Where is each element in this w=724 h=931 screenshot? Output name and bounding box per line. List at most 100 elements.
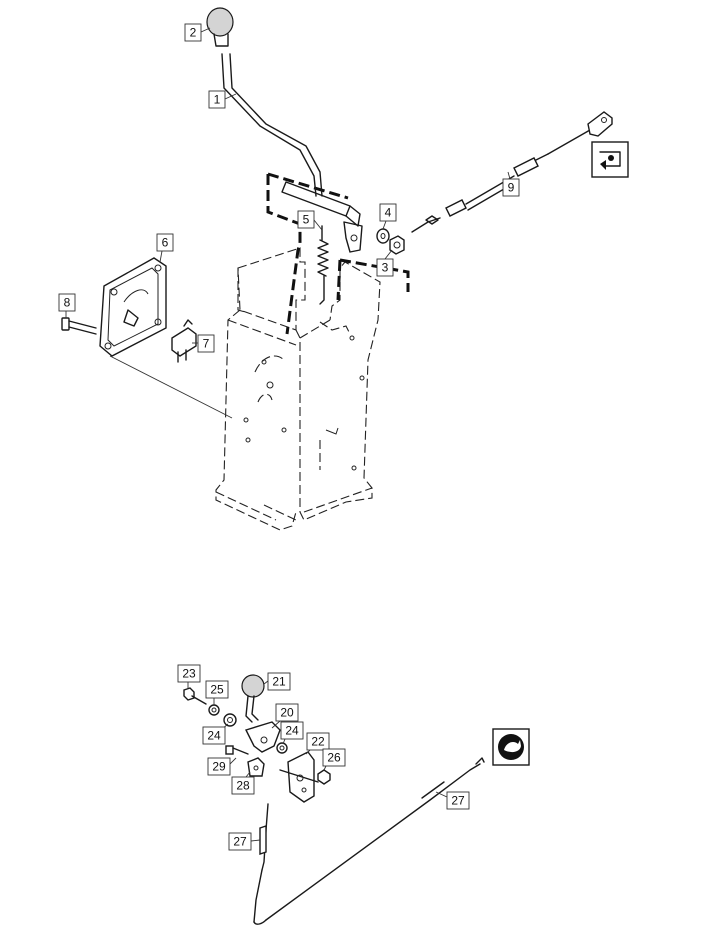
callout-leader-line bbox=[200, 27, 211, 33]
bottom-assembly bbox=[183, 674, 485, 925]
bolts-and-washers bbox=[183, 687, 331, 785]
callout-c29: 29 bbox=[207, 757, 237, 776]
callout-leader-line bbox=[313, 219, 323, 231]
callout-c26: 26 bbox=[322, 748, 346, 771]
callout-number: 1 bbox=[214, 93, 221, 107]
callout-c1: 1 bbox=[208, 90, 237, 109]
callout-leader-line bbox=[384, 249, 393, 260]
top-assembly bbox=[61, 7, 613, 531]
callout-c28: 28 bbox=[231, 771, 255, 795]
callout-number: 3 bbox=[382, 261, 389, 275]
lever-knob bbox=[206, 7, 234, 47]
callout-leader-line bbox=[224, 93, 237, 100]
callout-box bbox=[208, 90, 226, 109]
callout-leader-line bbox=[435, 791, 448, 798]
callout-box bbox=[306, 732, 330, 751]
callout-number: 9 bbox=[508, 181, 515, 195]
callout-box bbox=[502, 178, 520, 197]
shift-lever bbox=[221, 53, 363, 253]
callout-leader-line bbox=[507, 171, 511, 180]
callout-number: 4 bbox=[385, 206, 392, 220]
callout-c4: 4 bbox=[379, 203, 397, 230]
callout-number: 22 bbox=[311, 735, 325, 749]
callout-number: 24 bbox=[285, 724, 299, 738]
callout-c20: 20 bbox=[271, 703, 299, 729]
callout-number: 6 bbox=[162, 236, 169, 250]
speed-cable bbox=[253, 757, 485, 925]
callout-leader-line bbox=[229, 757, 237, 765]
callout-number: 8 bbox=[64, 296, 71, 310]
callout-c24a: 24 bbox=[202, 723, 229, 745]
lever-mount-frame-outline bbox=[266, 172, 410, 335]
callout-c21: 21 bbox=[263, 672, 291, 691]
callout-c9: 9 bbox=[502, 171, 520, 197]
callout-box bbox=[231, 776, 255, 795]
cover-plate bbox=[99, 257, 167, 357]
callout-number: 23 bbox=[182, 667, 196, 681]
callout-c27a: 27 bbox=[435, 791, 470, 810]
callout-box bbox=[280, 721, 304, 740]
callout-number: 24 bbox=[207, 729, 221, 743]
callout-number: 29 bbox=[212, 760, 226, 774]
control-cable bbox=[411, 111, 613, 233]
speed-lever bbox=[241, 674, 281, 753]
callout-c25: 25 bbox=[205, 680, 229, 705]
callout-leader-line bbox=[245, 771, 251, 778]
callout-c22: 22 bbox=[305, 732, 330, 755]
callout-c24b: 24 bbox=[280, 721, 304, 745]
pto-engage-symbol-icon bbox=[591, 141, 629, 178]
callout-box bbox=[202, 726, 226, 745]
callout-c5: 5 bbox=[297, 210, 323, 231]
callout-box bbox=[379, 203, 397, 222]
callout-leader-line bbox=[323, 765, 327, 771]
callout-box bbox=[197, 334, 215, 353]
interlock-switch bbox=[171, 319, 197, 363]
callout-box bbox=[184, 23, 202, 42]
mounting-bolt bbox=[61, 317, 97, 335]
return-spring bbox=[317, 225, 329, 305]
callout-box bbox=[58, 293, 76, 312]
callout-number: 2 bbox=[190, 26, 197, 40]
callout-c8: 8 bbox=[58, 293, 76, 318]
callout-leader-line bbox=[271, 720, 281, 729]
callout-leader-line bbox=[282, 738, 286, 745]
callout-number: 27 bbox=[233, 835, 247, 849]
callout-leader-line bbox=[263, 680, 269, 685]
callout-box bbox=[156, 233, 174, 252]
callout-number: 21 bbox=[272, 675, 286, 689]
callout-number: 26 bbox=[327, 751, 341, 765]
callout-box bbox=[446, 791, 470, 810]
callout-box bbox=[275, 703, 299, 722]
callout-box bbox=[228, 832, 252, 851]
pivot-bracket bbox=[279, 751, 319, 803]
callout-box bbox=[297, 210, 315, 229]
callout-c2: 2 bbox=[184, 23, 211, 42]
control-column-housing bbox=[215, 247, 381, 531]
callout-c7: 7 bbox=[192, 334, 215, 353]
callout-c23: 23 bbox=[177, 664, 201, 688]
callout-number: 25 bbox=[210, 683, 224, 697]
callout-box bbox=[205, 680, 229, 699]
speed-fast-rabbit-symbol-icon bbox=[492, 728, 530, 766]
callout-c3: 3 bbox=[376, 249, 394, 277]
callout-box bbox=[267, 672, 291, 691]
callout-box bbox=[322, 748, 346, 767]
callout-number: 27 bbox=[451, 794, 465, 808]
callout-number: 5 bbox=[303, 213, 310, 227]
lock-nut bbox=[389, 235, 405, 255]
callout-leader-line bbox=[305, 749, 311, 755]
washer bbox=[376, 228, 390, 244]
callout-c27b: 27 bbox=[228, 832, 261, 851]
callout-number: 7 bbox=[203, 337, 210, 351]
callout-box bbox=[376, 258, 394, 277]
callout-box bbox=[207, 757, 231, 776]
callout-c6: 6 bbox=[156, 233, 174, 263]
small-bracket bbox=[247, 757, 265, 777]
callout-leader-line bbox=[159, 250, 163, 263]
callout-number: 20 bbox=[280, 706, 294, 720]
callout-leader-line bbox=[382, 220, 387, 230]
callout-leader-line bbox=[250, 839, 261, 842]
callout-box bbox=[177, 664, 201, 683]
